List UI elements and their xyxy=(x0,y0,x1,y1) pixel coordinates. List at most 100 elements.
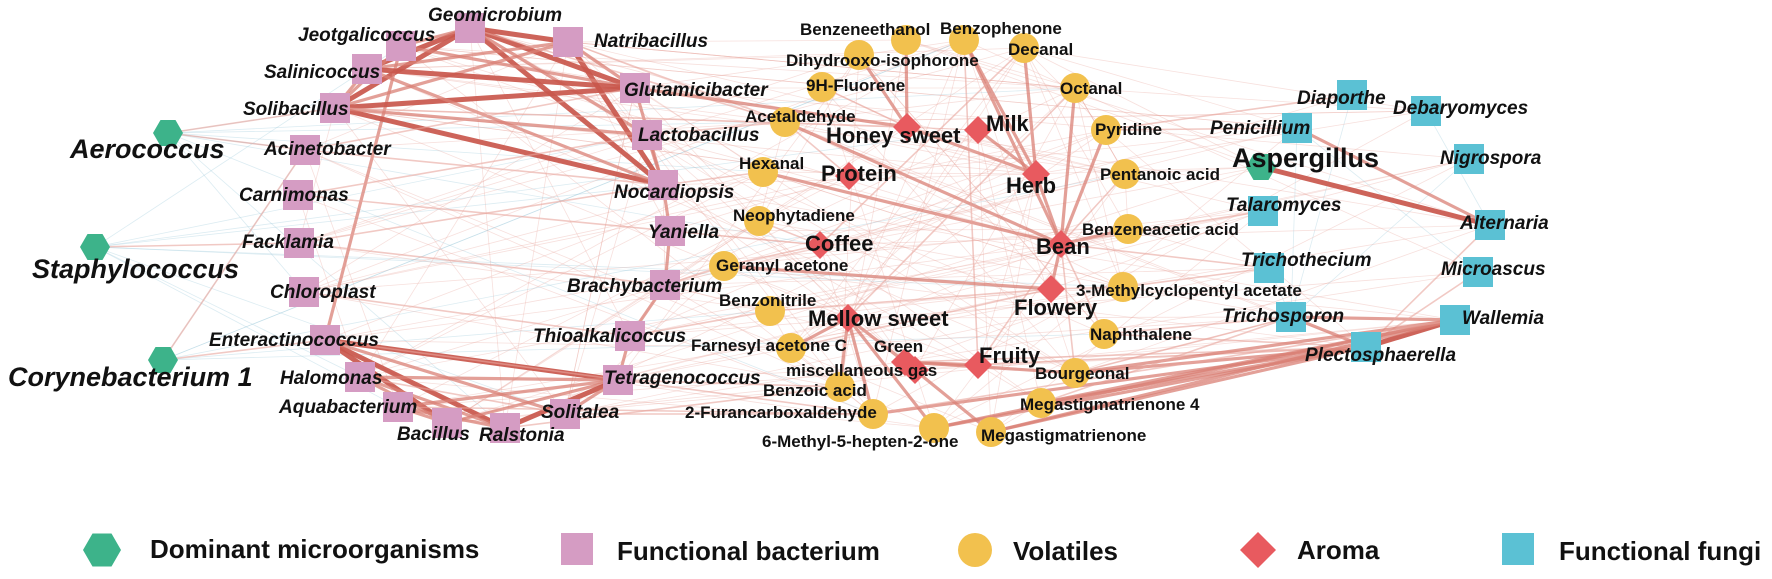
edge-aerococcus-solibacillus xyxy=(167,107,336,134)
node-fluorene xyxy=(807,72,837,102)
edge-coffee-geranyl xyxy=(723,244,821,267)
edge-geomicrobium-natribacillus xyxy=(467,25,571,45)
background-edge xyxy=(1074,87,1427,112)
node-geomicrobium xyxy=(455,13,485,43)
background-edge xyxy=(848,127,1298,177)
background-edge xyxy=(167,87,1076,134)
background-edge xyxy=(723,265,1367,348)
edge-solibacillus-nocardiopsis xyxy=(332,105,666,188)
label-halomonas: Halomonas xyxy=(280,368,382,389)
legend-label-aroma: Aroma xyxy=(1297,535,1380,565)
node-aspergillus xyxy=(1246,154,1276,180)
edge-geomicrobium-nocardiopsis xyxy=(467,25,666,188)
edge-glutamicibacter-honeysweet xyxy=(633,86,909,129)
node-acetaldehyde xyxy=(770,107,800,137)
label-flowery: Flowery xyxy=(1014,295,1098,320)
node-bean xyxy=(1047,230,1075,258)
background-edge xyxy=(359,171,764,378)
background-edge xyxy=(905,39,1491,226)
background-edge xyxy=(359,39,965,378)
background-edge xyxy=(94,184,664,248)
node-layer xyxy=(80,13,1505,447)
node-yaniella xyxy=(655,216,685,246)
background-edge xyxy=(963,39,1479,273)
node-aerococcus xyxy=(153,120,183,146)
background-edge xyxy=(819,244,1042,404)
edge-enteractinococcus-furancarbox xyxy=(324,339,874,415)
edge-milk-herb xyxy=(976,128,1038,176)
edge-corynebacterium-enteractinococcus xyxy=(162,339,326,361)
background-edge xyxy=(297,194,874,415)
edge-pentanoic-bean xyxy=(1060,173,1126,245)
label-benzonitrile: Benzonitrile xyxy=(719,291,816,310)
background-edge xyxy=(933,158,1470,429)
background-edge xyxy=(359,210,1264,378)
label-acetaldehyde: Acetaldehyde xyxy=(745,107,856,126)
node-methylcyclopentyl xyxy=(1108,272,1138,302)
label-wallemia: Wallemia xyxy=(1462,308,1544,329)
node-wallemia xyxy=(1440,305,1470,335)
background-edge xyxy=(359,41,569,378)
node-corynebacterium xyxy=(148,347,178,373)
node-honeysweet xyxy=(893,113,921,141)
background-edge xyxy=(567,41,841,388)
node-benzophenone xyxy=(949,25,979,55)
legend: Dominant microorganisms Functional bacte… xyxy=(83,532,1761,568)
node-carnimonas xyxy=(283,180,313,210)
legend-item-volatiles: Volatiles xyxy=(958,533,1118,567)
background-edge xyxy=(906,126,1264,212)
edge-carnimonas-lactobacillus xyxy=(297,134,648,196)
label-alternaria: Alternaria xyxy=(1459,213,1549,234)
background-edge xyxy=(400,45,648,136)
label-honeysweet: Honey sweet xyxy=(826,123,961,148)
background-edge xyxy=(784,121,1037,175)
edge-furancarbox-mellowsweet xyxy=(846,316,875,416)
background-edge xyxy=(634,87,1470,160)
node-staphylococcus xyxy=(80,234,110,260)
label-bacillus: Bacillus xyxy=(397,424,470,445)
label-coffee: Coffee xyxy=(805,231,873,256)
node-furancarbox xyxy=(858,399,888,429)
edge-halomonas-tetragenococcus xyxy=(358,375,620,382)
background-edge xyxy=(446,47,1025,424)
background-edge xyxy=(790,87,1076,349)
edge-plectosphaerella-bourgeonal xyxy=(1073,345,1368,375)
background-edge xyxy=(167,132,305,293)
legend-square-icon xyxy=(561,533,593,565)
node-nigrospora xyxy=(1454,144,1484,174)
edge-acetaldehyde-bean xyxy=(783,120,1063,246)
background-edge xyxy=(1105,129,1367,348)
label-trichothecium: Trichothecium xyxy=(1241,250,1372,271)
label-megastig: Megastigmatrienone xyxy=(981,426,1146,445)
node-lactobacillus xyxy=(632,120,662,150)
edge-trichosporon-bourgeonal xyxy=(1074,316,1292,374)
background-edge xyxy=(1290,127,1298,318)
node-benzeneacetic xyxy=(1113,214,1143,244)
label-pyridine: Pyridine xyxy=(1095,120,1162,139)
edge-decanal-coffee xyxy=(819,47,1025,246)
edge-layer xyxy=(94,25,1493,434)
node-thioalkalicoccus xyxy=(615,321,645,351)
label-fluorene: 9H-Fluorene xyxy=(806,76,905,95)
background-edge xyxy=(664,127,1298,286)
edge-natribacillus-acetaldehyde xyxy=(567,41,786,123)
label-enteractinococcus: Enteractinococcus xyxy=(209,330,379,351)
background-edge xyxy=(167,121,786,134)
background-edge xyxy=(1074,224,1491,374)
background-edge xyxy=(963,39,1076,374)
label-megastig4: Megastigmatrienone 4 xyxy=(1020,395,1200,414)
legend-item-bacterium: Functional bacterium xyxy=(561,533,880,566)
edge-aquabacterium-tetragenococcus xyxy=(396,378,620,409)
node-plectosphaerella xyxy=(1351,332,1381,362)
label-acinetobacter: Acinetobacter xyxy=(263,139,392,160)
edge-fruity-bean xyxy=(977,243,1062,366)
node-ralstonia xyxy=(490,413,520,443)
node-solitalea xyxy=(550,399,580,429)
label-facklamia: Facklamia xyxy=(242,232,334,253)
background-edge xyxy=(1023,47,1298,129)
label-corynebacterium: Corynebacterium 1 xyxy=(8,362,253,392)
label-protein: Protein xyxy=(821,161,897,186)
label-furancarbox: 2-Furancarboxaldehyde xyxy=(685,403,877,422)
background-edge xyxy=(977,129,992,433)
edge-jeotgalicoccus-enteractinococcus xyxy=(323,44,403,342)
